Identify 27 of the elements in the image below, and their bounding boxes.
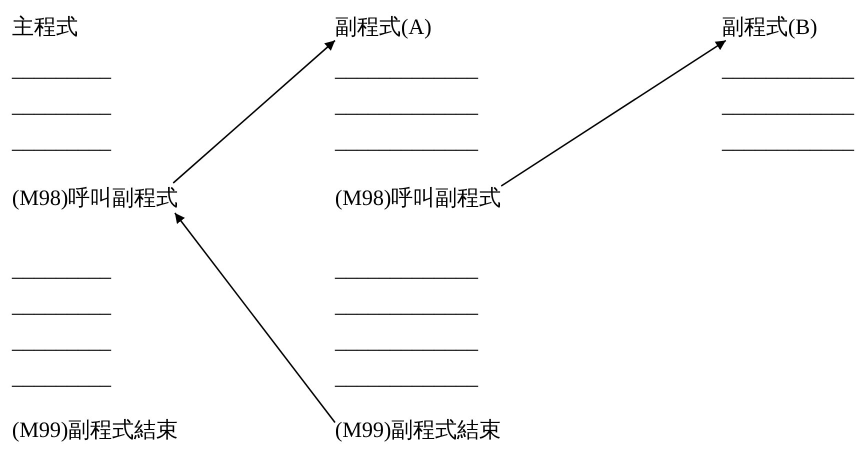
program-line: (M98)呼叫副程式 (12, 183, 178, 213)
blank-line: _____________ (335, 55, 478, 83)
blank-line: _________ (12, 55, 111, 83)
blank-line: _____________ (335, 127, 478, 155)
program-line: (M99)副程式結束 (12, 416, 178, 444)
blank-line: _____________ (335, 291, 478, 319)
blank-line: _________ (12, 255, 111, 283)
blank-line: _________ (12, 291, 111, 319)
arrow (500, 40, 726, 187)
blank-line: _________ (12, 127, 111, 155)
blank-line: ____________ (722, 55, 854, 83)
blank-line: ____________ (722, 91, 854, 119)
program-line: (M99)副程式結束 (335, 415, 502, 445)
blank-line: ____________ (722, 127, 854, 155)
arrow (172, 40, 336, 184)
blank-line: _____________ (335, 363, 478, 391)
program-heading: 副程式(A) (335, 12, 432, 42)
blank-line: _____________ (335, 327, 478, 355)
blank-line: _____________ (335, 255, 478, 283)
program-line: (M98)呼叫副程式 (335, 183, 502, 213)
arrow (174, 212, 336, 423)
program-heading: 副程式(B) (722, 12, 818, 42)
blank-line: _________ (12, 327, 111, 355)
program-heading: 主程式 (12, 13, 78, 41)
blank-line: _________ (12, 363, 111, 391)
blank-line: _____________ (335, 91, 478, 119)
blank-line: _________ (12, 91, 111, 119)
